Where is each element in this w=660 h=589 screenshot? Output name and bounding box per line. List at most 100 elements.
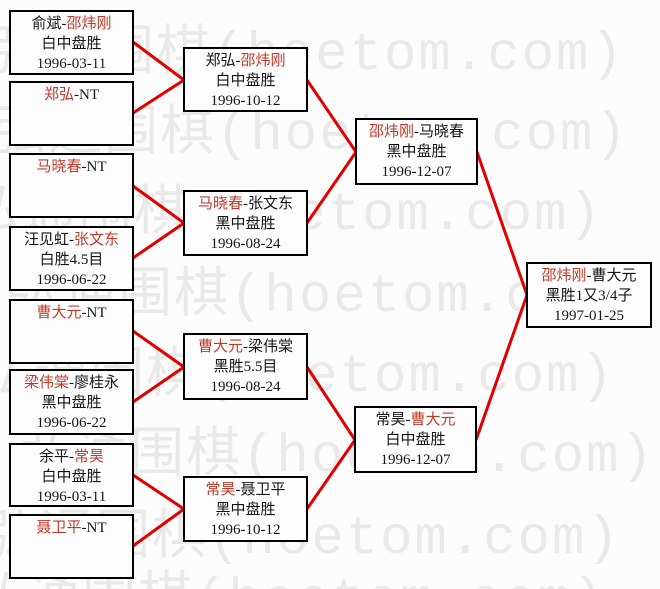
player-2-name: 马晓春 <box>419 124 465 140</box>
match-players: 马晓春-张文东 <box>185 194 306 214</box>
match-players: 汪见虹-张文东 <box>11 230 132 250</box>
name-separator: - <box>69 449 74 465</box>
name-separator: - <box>69 375 74 391</box>
name-separator: - <box>81 159 87 175</box>
player-2-name: NT <box>79 87 99 103</box>
name-separator: - <box>235 482 241 498</box>
match-r2-3: 曹大元-梁伟棠 黑胜5.5目 1996-08-24 <box>183 333 308 400</box>
player-2-name: 邵炜刚 <box>66 16 112 32</box>
player-1-name: 郑弘 <box>205 53 236 69</box>
player-2-name: 曹大元 <box>410 412 456 428</box>
match-result: 白中盘胜 <box>41 469 102 485</box>
player-2-name: 邵炜刚 <box>240 53 286 69</box>
player-1-name: 马晓春 <box>197 196 243 212</box>
player-1-name: 曹大元 <box>197 339 243 355</box>
match-r1-6: 梁伟棠-廖桂永 黑中盘胜 1996-06-22 <box>9 369 134 435</box>
match-r1-2: 郑弘-NT <box>9 81 134 146</box>
match-result: 黑中盘胜 <box>215 502 276 518</box>
connector-line <box>132 473 185 511</box>
match-players: 余平-常昊 <box>11 447 132 467</box>
match-result: 黑胜5.5目 <box>213 359 278 375</box>
match-date: 1996-10-12 <box>210 93 281 109</box>
connector-line <box>305 79 358 153</box>
match-result <box>11 105 132 125</box>
match-result <box>11 323 132 343</box>
match-r1-4: 汪见虹-张文东 白胜4.5目 1996-06-22 <box>9 226 134 291</box>
connector-line <box>132 184 185 225</box>
connector-line <box>305 366 357 441</box>
connector-line <box>132 329 185 369</box>
connector-line <box>305 439 357 510</box>
match-date: 1996-12-07 <box>380 452 451 468</box>
match-players: 郑弘-邵炜刚 <box>185 51 306 71</box>
player-1-name: 俞斌 <box>31 16 62 32</box>
player-1-name: 常昊 <box>375 412 406 428</box>
connector-line <box>475 151 529 296</box>
match-date: 1996-03-11 <box>36 56 107 72</box>
match-date <box>11 125 132 145</box>
match-players: 邵炜刚-马晓春 <box>357 122 476 142</box>
match-date <box>11 558 132 578</box>
match-date: 1996-10-12 <box>210 522 281 538</box>
match-result: 白中盘胜 <box>385 432 446 448</box>
player-1-name: 汪见虹 <box>23 232 69 248</box>
match-players: 俞斌-邵炜刚 <box>11 14 132 34</box>
match-players: 马晓春-NT <box>11 157 132 177</box>
name-separator: - <box>405 412 411 428</box>
player-2-name: NT <box>86 305 107 321</box>
player-1-name: 余平 <box>38 449 69 465</box>
match-result <box>11 177 132 197</box>
match-result: 黑中盘胜 <box>386 144 447 160</box>
match-players: 邵炜刚-曹大元 <box>528 266 650 286</box>
match-players: 曹大元-梁伟棠 <box>185 337 306 357</box>
match-result: 白中盘胜 <box>215 73 276 89</box>
match-r2-2: 马晓春-张文东 黑中盘胜 1996-08-24 <box>183 190 308 256</box>
connector-line <box>132 507 185 548</box>
match-players: 郑弘-NT <box>11 85 132 105</box>
match-date: 1996-03-11 <box>36 489 107 505</box>
player-1-name: 常昊 <box>205 482 236 498</box>
match-semifinal-1: 邵炜刚-马晓春 黑中盘胜 1996-12-07 <box>355 118 478 185</box>
player-2-name: 张文东 <box>74 232 120 248</box>
match-result <box>11 538 132 558</box>
player-2-name: 曹大元 <box>591 268 637 284</box>
connector-line <box>305 151 358 224</box>
match-r1-7: 余平-常昊 白中盘胜 1996-03-11 <box>9 443 134 507</box>
connector-line <box>132 40 185 82</box>
match-date: 1996-06-22 <box>36 415 107 431</box>
match-players: 聂卫平-NT <box>11 518 132 538</box>
player-2-name: 聂卫平 <box>240 482 286 498</box>
name-separator: - <box>243 196 248 212</box>
connector-line <box>132 365 185 404</box>
name-separator: - <box>61 16 67 32</box>
player-2-name: NT <box>86 520 107 536</box>
match-players: 常昊-曹大元 <box>356 410 475 430</box>
player-1-name: 梁伟棠 <box>23 375 69 391</box>
player-1-name: 聂卫平 <box>36 520 82 536</box>
player-2-name: NT <box>86 159 107 175</box>
name-separator: - <box>74 87 79 103</box>
match-r2-1: 郑弘-邵炜刚 白中盘胜 1996-10-12 <box>183 47 308 112</box>
player-2-name: 常昊 <box>74 449 105 465</box>
match-players: 曹大元-NT <box>11 303 132 323</box>
match-date <box>11 343 132 363</box>
match-result: 黑胜1又3/4子 <box>545 288 633 304</box>
match-result: 黑中盘胜 <box>41 395 102 411</box>
match-semifinal-2: 常昊-曹大元 白中盘胜 1996-12-07 <box>354 406 477 473</box>
connector-line <box>132 78 185 115</box>
match-r1-5: 曹大元-NT <box>9 299 134 364</box>
match-result: 黑中盘胜 <box>215 216 276 232</box>
name-separator: - <box>81 305 87 321</box>
player-1-name: 邵炜刚 <box>368 124 414 140</box>
name-separator: - <box>414 124 419 140</box>
match-result: 白中盘胜 <box>41 36 102 52</box>
name-separator: - <box>243 339 248 355</box>
match-players: 常昊-聂卫平 <box>185 480 306 500</box>
name-separator: - <box>69 232 74 248</box>
player-1-name: 邵炜刚 <box>541 268 587 284</box>
match-date: 1996-08-24 <box>210 379 281 395</box>
name-separator: - <box>81 520 87 536</box>
player-1-name: 马晓春 <box>36 159 82 175</box>
